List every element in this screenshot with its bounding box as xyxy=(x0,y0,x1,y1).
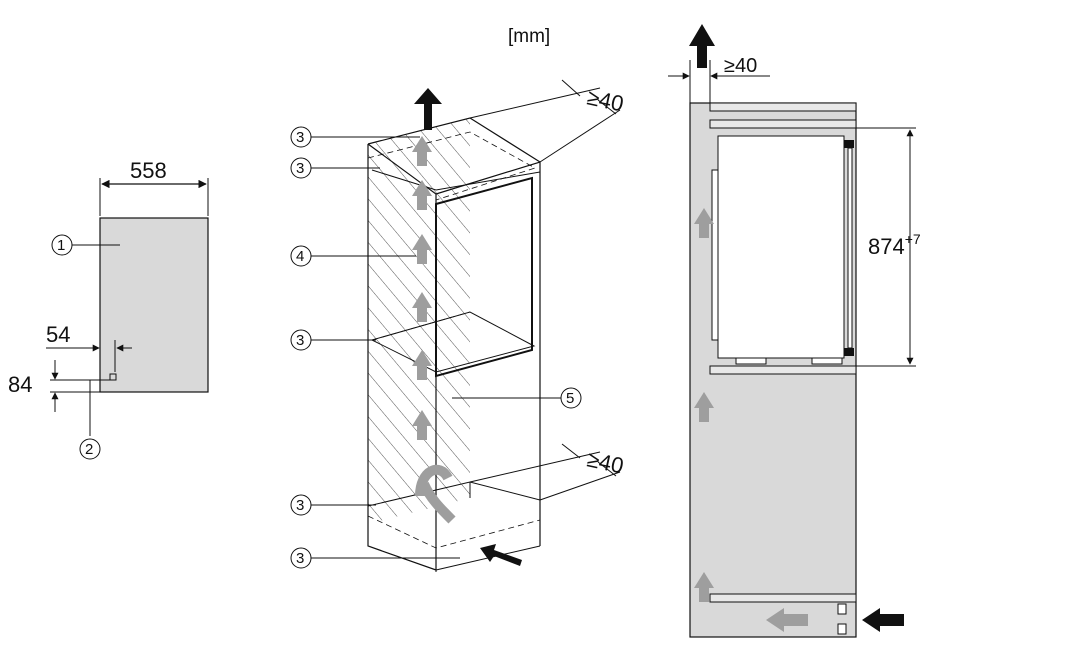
bottom-clearance-label: ≥40 xyxy=(585,446,626,478)
socket-mark xyxy=(109,373,117,381)
intake-arrow xyxy=(480,544,522,566)
right-panel: ≥40 874+7 xyxy=(668,24,921,638)
callout-3-d: 3 xyxy=(296,497,304,514)
callout-3-e: 3 xyxy=(296,550,304,567)
callout-5: 5 xyxy=(566,390,574,407)
unit-label: [mm] xyxy=(508,26,550,47)
exhaust-arrow-right xyxy=(689,24,715,68)
callout-3-b: 3 xyxy=(296,160,304,177)
height-dimension-label: 874+7 xyxy=(868,231,921,259)
intake-arrow-right xyxy=(862,608,904,632)
appliance-body xyxy=(717,135,845,359)
intake-flow-arrow xyxy=(766,608,808,632)
offset-y-label: 84 xyxy=(8,372,32,397)
top-clearance-label: ≥40 xyxy=(585,84,626,116)
callout-4: 4 xyxy=(296,248,304,265)
top-clearance-right-label: ≥40 xyxy=(724,55,757,77)
callout-3-c: 3 xyxy=(296,332,304,349)
callout-2: 2 xyxy=(85,441,93,458)
exhaust-arrow xyxy=(414,88,442,130)
middle-panel: ≥40 ≥40 3 3 4 3 5 xyxy=(290,79,626,572)
callout-circle-2 xyxy=(79,438,101,460)
left-panel: 558 1 54 84 2 xyxy=(8,158,209,460)
offset-x-label: 54 xyxy=(46,322,70,347)
callout-1: 1 xyxy=(57,237,65,254)
callout-3-a: 3 xyxy=(296,129,304,146)
niche-back-panel xyxy=(99,217,209,393)
width-dimension-label: 558 xyxy=(130,158,167,183)
